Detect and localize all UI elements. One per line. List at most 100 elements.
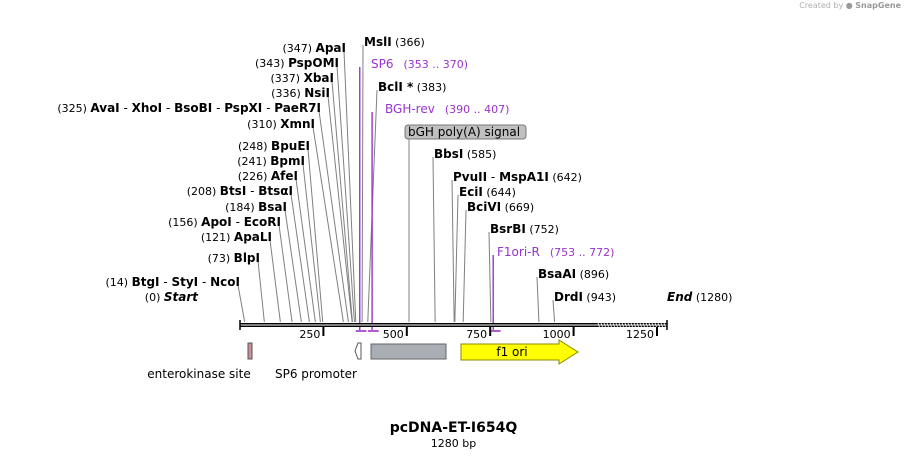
site-name: BlpI xyxy=(234,251,260,265)
backbone-hatch xyxy=(603,322,606,328)
site-position: (121) xyxy=(201,231,234,244)
site-position: (310) xyxy=(247,118,280,131)
site-leader-line xyxy=(454,194,459,323)
restriction-site-label: (226) AfeI xyxy=(238,169,298,183)
backbone-hatch xyxy=(615,322,618,328)
site-name: PaeR7I xyxy=(274,101,321,115)
site-name: BpmI xyxy=(270,154,305,168)
site-separator: - xyxy=(120,101,132,115)
restriction-site-label: EciI (644) xyxy=(459,185,516,199)
site-leader-line xyxy=(284,209,302,323)
site-separator: - xyxy=(262,101,274,115)
backbone-hatch xyxy=(648,322,651,328)
restriction-site-label: (336) NsiI xyxy=(271,86,330,100)
backbone-hatch xyxy=(609,322,612,328)
site-position: (383) xyxy=(413,81,446,94)
backbone-hatch xyxy=(654,322,657,328)
site-position: (1280) xyxy=(692,291,732,304)
site-leader-line xyxy=(552,299,556,323)
site-name: XbaI xyxy=(304,71,334,85)
site-name: NcoI xyxy=(210,275,240,289)
restriction-site-label: (337) XbaI xyxy=(271,71,334,85)
restriction-site-label: BciVI (669) xyxy=(467,200,534,214)
site-name: PspOMI xyxy=(288,56,339,70)
site-name: BtsαI xyxy=(258,184,293,198)
feature-label-enterokinase: enterokinase site xyxy=(147,367,250,381)
site-position: (208) xyxy=(187,185,220,198)
feature-bgh-polya xyxy=(370,343,447,360)
site-position: (156) xyxy=(168,216,201,229)
site-leader-line xyxy=(343,50,357,323)
feature-f1-ori xyxy=(460,339,579,365)
site-name: BsaI xyxy=(258,200,287,214)
site-leader-line xyxy=(327,95,353,323)
site-position: (241) xyxy=(237,155,270,168)
ruler-tick-label: 500 xyxy=(383,328,404,341)
site-name: AfeI xyxy=(271,169,298,183)
restriction-site-label: (14) BtgI - StyI - NcoI xyxy=(106,275,241,289)
site-separator: - xyxy=(212,101,224,115)
site-leader-line xyxy=(278,224,293,323)
site-leader-line xyxy=(451,179,455,323)
feature-label-bgh: bGH poly(A) signal xyxy=(408,125,520,139)
feature-sp6-promoter xyxy=(354,342,362,360)
site-name: ApoI xyxy=(201,215,232,229)
restriction-site-label: PvuII - MspA1I (642) xyxy=(453,170,582,184)
site-name: BbsI xyxy=(434,147,463,161)
site-leader-line xyxy=(318,110,349,323)
site-name: Start xyxy=(164,290,199,304)
ruler-tick-label: 1250 xyxy=(626,328,654,341)
feature-enterokinase-site xyxy=(247,342,253,360)
site-leader-line xyxy=(302,163,321,323)
site-position: (343) xyxy=(255,57,288,70)
site-position: (0) xyxy=(145,291,164,304)
restriction-site-label: MslI (366) xyxy=(364,35,425,49)
site-name: StyI xyxy=(171,275,198,289)
restriction-site-label: BbsI (585) xyxy=(434,147,496,161)
site-separator: - xyxy=(160,275,172,289)
site-name: EcoRI xyxy=(244,215,281,229)
primer-range: (353 .. 370) xyxy=(404,58,469,71)
backbone-hatch xyxy=(636,322,639,328)
site-leader-line xyxy=(312,126,344,323)
restriction-site-label: (208) BtsI - BtsαI xyxy=(187,184,293,198)
backbone-hatch xyxy=(627,322,630,328)
feature-label-sp6-promoter: SP6 promoter xyxy=(275,367,357,381)
ruler-tick-label: 1000 xyxy=(543,328,571,341)
site-position: (73) xyxy=(208,252,234,265)
restriction-site-label: BsrBI (752) xyxy=(490,222,559,236)
site-name: XmnI xyxy=(280,117,315,131)
restriction-site-label: BsaAI (896) xyxy=(538,267,609,281)
site-leader-line xyxy=(237,284,246,323)
backbone-hatch xyxy=(657,322,660,328)
ruler-tick-label: 250 xyxy=(299,328,320,341)
primer-name: BGH-rev xyxy=(385,102,435,116)
site-position: (347) xyxy=(282,42,315,55)
backbone-hatch xyxy=(600,322,603,328)
site-position: (669) xyxy=(501,201,534,214)
site-name: ApaLI xyxy=(234,230,272,244)
site-separator: - xyxy=(198,275,210,289)
site-position: (336) xyxy=(271,87,304,100)
site-name: MslI xyxy=(364,35,392,49)
site-leader-line xyxy=(331,80,353,323)
site-name: BsoBI xyxy=(174,101,212,115)
site-name: BciVI xyxy=(467,200,501,214)
site-separator: - xyxy=(246,184,258,198)
site-position: (337) xyxy=(271,72,304,85)
site-name: BtsI xyxy=(220,184,247,198)
backbone-hatch xyxy=(624,322,627,328)
backbone-hatch xyxy=(645,322,648,328)
primer-range: (753 .. 772) xyxy=(550,246,615,259)
backbone-hatch xyxy=(633,322,636,328)
primer-label: SP6(353 .. 370) xyxy=(371,57,468,71)
backbone-hatch xyxy=(621,322,624,328)
site-position: (184) xyxy=(225,201,258,214)
site-leader-line xyxy=(257,260,265,323)
restriction-site-label: (73) BlpI xyxy=(208,251,260,265)
primer-label: F1ori-R(753 .. 772) xyxy=(497,245,614,259)
restriction-site-label: BclI * (383) xyxy=(378,80,446,94)
site-position: (14) xyxy=(106,276,132,289)
site-leader-line xyxy=(290,193,310,323)
